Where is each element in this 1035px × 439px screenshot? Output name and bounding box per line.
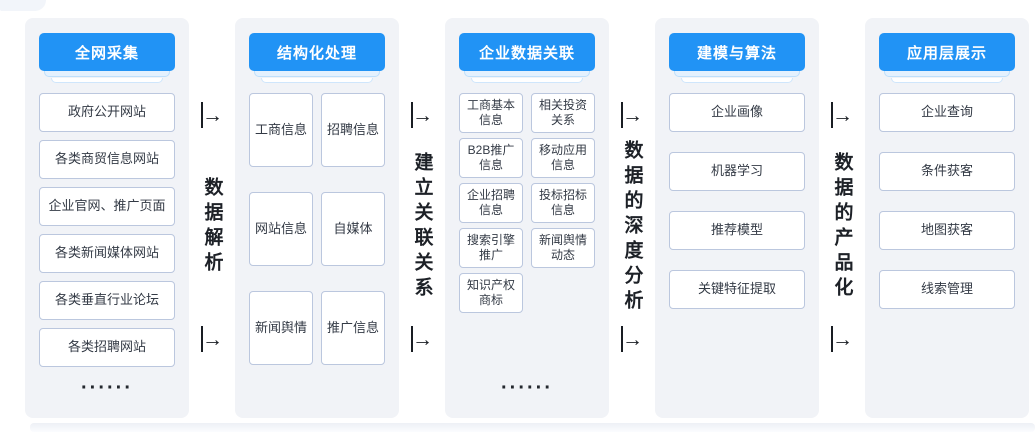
column-items: 政府公开网站各类商贸信息网站企业官网、推广页面各类新闻媒体网站各类垂直行业论坛各… (39, 93, 175, 375)
right-arrow-icon: → (622, 103, 643, 127)
column-title: 建模与算法 (696, 44, 777, 62)
header-stack-decoration (464, 71, 590, 77)
ellipsis: ······ (81, 377, 133, 399)
item-box: 条件获客 (879, 152, 1015, 191)
item-box: 知识产权商标 (459, 273, 523, 313)
connector-build-association: → 建立关联关系 → (399, 18, 445, 418)
right-arrow-icon: → (412, 103, 433, 127)
flow-arrow-icon: → (831, 326, 853, 352)
column-items: 工商信息招聘信息网站信息自媒体新闻舆情推广信息 (249, 93, 385, 365)
column-structured-processing: 结构化处理 工商信息招聘信息网站信息自媒体新闻舆情推广信息 (235, 18, 399, 418)
right-arrow-icon: → (832, 103, 853, 127)
connector-deep-analysis: → 数据的深度分析 → (609, 18, 655, 418)
column-header: 全网采集 (39, 33, 175, 71)
item-box: 网站信息 (249, 192, 313, 266)
connector-data-productization: → 数据的产品化 → (819, 18, 865, 418)
ellipsis: ······ (501, 377, 553, 399)
item-box: 推广信息 (321, 291, 385, 365)
header-stack-decoration (681, 78, 793, 83)
column-header: 应用层展示 (879, 33, 1015, 71)
item-box: 企业画像 (669, 93, 805, 132)
column-modeling-algorithms: 建模与算法 企业画像机器学习推荐模型关键特征提取 (655, 18, 819, 418)
right-arrow-icon: → (832, 327, 853, 351)
header-stack-decoration (254, 71, 380, 77)
pipeline-diagram: 全网采集 政府公开网站各类商贸信息网站企业官网、推广页面各类新闻媒体网站各类垂直… (25, 18, 1029, 418)
corner-decoration (0, 0, 46, 11)
item-box: 机器学习 (669, 152, 805, 191)
flow-arrow-icon: → (201, 326, 223, 352)
item-box: 投标招标信息 (531, 183, 595, 223)
item-box: 企业官网、推广页面 (39, 187, 175, 226)
item-box: 移动应用信息 (531, 138, 595, 178)
item-box: 自媒体 (321, 192, 385, 266)
connector-label: 建立关联关系 (411, 152, 433, 302)
bottom-shadow-strip (30, 423, 1035, 432)
flow-arrow-icon: → (201, 102, 223, 128)
connector-label: 数据的深度分析 (621, 139, 643, 315)
header-stack-decoration (884, 71, 1010, 77)
right-arrow-icon: → (412, 327, 433, 351)
connector-data-parsing: → 数据解析 → (189, 18, 235, 418)
item-box: 各类招聘网站 (39, 328, 175, 367)
connector-label: 数据的产品化 (831, 152, 853, 302)
flow-arrow-icon: → (621, 102, 643, 128)
flow-arrow-icon: → (831, 102, 853, 128)
item-box: 各类商贸信息网站 (39, 140, 175, 179)
column-header: 企业数据关联 (459, 33, 595, 71)
item-box: 新闻舆情动态 (531, 228, 595, 268)
column-items: 企业画像机器学习推荐模型关键特征提取 (669, 93, 805, 329)
item-box: 招聘信息 (321, 93, 385, 167)
header-stack-decoration (51, 78, 163, 83)
header-stack-decoration (674, 71, 800, 77)
connector-label: 数据解析 (201, 177, 223, 277)
item-box: B2B推广信息 (459, 138, 523, 178)
column-application-layer: 应用层展示 企业查询条件获客地图获客线索管理 (865, 18, 1029, 418)
item-box: 企业查询 (879, 93, 1015, 132)
column-header: 结构化处理 (249, 33, 385, 71)
column-header: 建模与算法 (669, 33, 805, 71)
column-items: 企业查询条件获客地图获客线索管理 (879, 93, 1015, 329)
item-box: 地图获客 (879, 211, 1015, 250)
item-box: 各类垂直行业论坛 (39, 281, 175, 320)
right-arrow-icon: → (622, 327, 643, 351)
flow-arrow-icon: → (411, 326, 433, 352)
item-box: 各类新闻媒体网站 (39, 234, 175, 273)
item-box: 企业招聘信息 (459, 183, 523, 223)
right-arrow-icon: → (202, 327, 223, 351)
item-box: 新闻舆情 (249, 291, 313, 365)
right-arrow-icon: → (202, 103, 223, 127)
column-web-collection: 全网采集 政府公开网站各类商贸信息网站企业官网、推广页面各类新闻媒体网站各类垂直… (25, 18, 189, 418)
item-box: 工商基本信息 (459, 93, 523, 133)
header-stack-decoration (891, 78, 1003, 83)
column-title: 企业数据关联 (478, 44, 575, 62)
header-stack-decoration (261, 78, 373, 83)
item-box: 工商信息 (249, 93, 313, 167)
item-box: 相关投资关系 (531, 93, 595, 133)
item-box: 关键特征提取 (669, 270, 805, 309)
item-box: 推荐模型 (669, 211, 805, 250)
item-box: 线索管理 (879, 270, 1015, 309)
flow-arrow-icon: → (411, 102, 433, 128)
header-stack-decoration (44, 71, 170, 77)
item-box: 政府公开网站 (39, 93, 175, 132)
column-title: 应用层展示 (906, 44, 987, 62)
flow-arrow-icon: → (621, 326, 643, 352)
item-box: 搜索引擎推广 (459, 228, 523, 268)
header-stack-decoration (471, 78, 583, 83)
column-title: 全网采集 (74, 44, 139, 62)
column-title: 结构化处理 (276, 44, 357, 62)
